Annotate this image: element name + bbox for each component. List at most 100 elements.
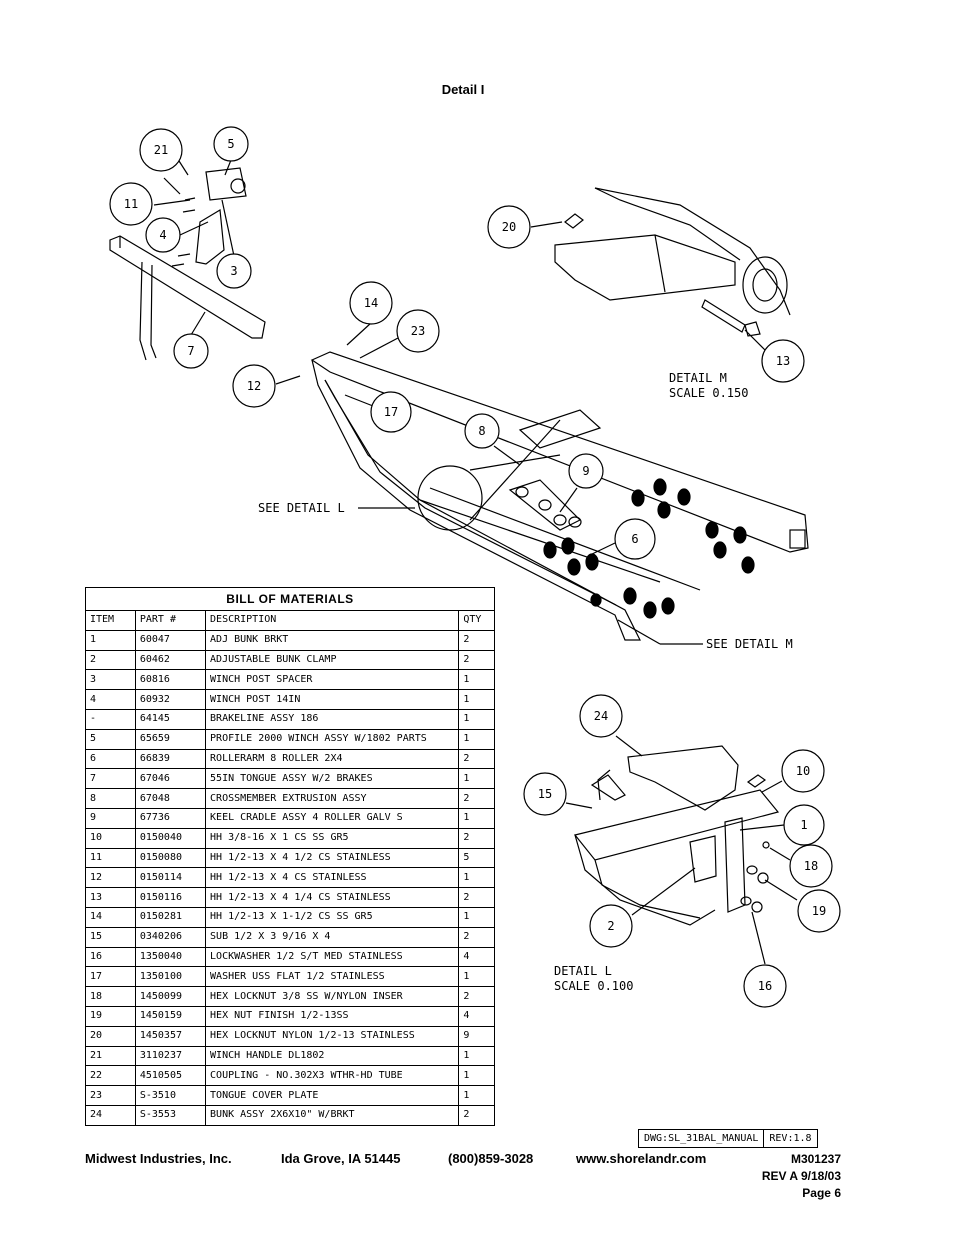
detail-m-drawing bbox=[554, 187, 791, 337]
callout-4: 4 bbox=[159, 228, 166, 242]
bom-cell-qty: 2 bbox=[458, 926, 495, 948]
bom-cell-description: COUPLING - NO.302X3 WTHR-HD TUBE bbox=[205, 1065, 460, 1087]
bom-cell-part: 60047 bbox=[134, 629, 207, 651]
bom-cell-description: WINCH POST SPACER bbox=[205, 669, 460, 691]
bom-cell-qty: 1 bbox=[458, 669, 495, 691]
bom-cell-description: HH 3/8-16 X 1 CS SS GR5 bbox=[205, 827, 460, 849]
bill-of-materials-table: BILL OF MATERIALS ITEM PART # DESCRIPTIO… bbox=[85, 587, 495, 1126]
bom-cell-item: 17 bbox=[85, 966, 136, 988]
bom-cell-description: WASHER USS FLAT 1/2 STAINLESS bbox=[205, 966, 460, 988]
bom-cell-description: KEEL CRADLE ASSY 4 ROLLER GALV S bbox=[205, 807, 460, 829]
bom-cell-part: 0340206 bbox=[134, 926, 207, 948]
footer-company: Midwest Industries, Inc. bbox=[85, 1151, 232, 1166]
footer-website[interactable]: www.shorelandr.com bbox=[576, 1151, 707, 1166]
callout-3: 3 bbox=[230, 264, 237, 278]
tongue-assembly-drawing bbox=[109, 235, 266, 361]
bom-header-description: DESCRIPTION bbox=[205, 610, 460, 631]
bom-cell-part: 60932 bbox=[134, 689, 207, 710]
bom-cell-qty: 1 bbox=[458, 728, 495, 750]
detail-l-scale: SCALE 0.100 bbox=[554, 979, 633, 993]
bom-cell-qty: 1 bbox=[458, 1085, 495, 1106]
callout-11: 11 bbox=[124, 197, 138, 211]
callout-1: 1 bbox=[800, 818, 807, 832]
bom-cell-qty: 2 bbox=[458, 887, 495, 908]
bom-cell-part: 1450357 bbox=[134, 1025, 207, 1047]
callout-8: 8 bbox=[478, 424, 485, 438]
bom-cell-item: 8 bbox=[85, 788, 136, 809]
bom-header-part: PART # bbox=[134, 610, 207, 631]
bom-cell-qty: 1 bbox=[458, 867, 495, 889]
callout-24: 24 bbox=[594, 709, 608, 723]
bom-cell-part: 1350040 bbox=[134, 946, 207, 968]
footer-phone: (800)859-3028 bbox=[448, 1151, 534, 1166]
bom-cell-description: BRAKELINE ASSY 186 bbox=[205, 708, 460, 730]
footer-city: Ida Grove, IA 51445 bbox=[281, 1151, 401, 1166]
bom-cell-item: 6 bbox=[85, 748, 136, 770]
bom-cell-item: 5 bbox=[85, 728, 136, 750]
bom-cell-description: HH 1/2-13 X 4 CS STAINLESS bbox=[205, 867, 460, 889]
bom-cell-part: 3110237 bbox=[134, 1045, 207, 1067]
bom-cell-item: 23 bbox=[85, 1085, 136, 1106]
bom-cell-part: S-3553 bbox=[134, 1104, 207, 1126]
bom-cell-item: 7 bbox=[85, 768, 136, 790]
bom-cell-part: 65659 bbox=[134, 728, 207, 750]
callout-10: 10 bbox=[796, 764, 810, 778]
bom-cell-qty: 2 bbox=[458, 986, 495, 1007]
bom-cell-item: 1 bbox=[85, 629, 136, 651]
bom-cell-description: HH 1/2-13 X 1-1/2 CS SS GR5 bbox=[205, 906, 460, 928]
see-detail-l-label: SEE DETAIL L bbox=[258, 501, 345, 515]
winch-post-drawing bbox=[163, 167, 247, 267]
bom-cell-part: 0150114 bbox=[134, 867, 207, 889]
bom-cell-description: ADJ BUNK BRKT bbox=[205, 629, 460, 651]
callout-18: 18 bbox=[804, 859, 818, 873]
bom-cell-part: 1450159 bbox=[134, 1005, 207, 1027]
bom-header-qty: QTY bbox=[458, 610, 495, 631]
bom-cell-part: 0150116 bbox=[134, 887, 207, 908]
trailer-frame-drawing bbox=[310, 351, 809, 641]
bom-title: BILL OF MATERIALS bbox=[85, 587, 495, 611]
bom-cell-description: HH 1/2-13 X 4 1/4 CS STAINLESS bbox=[205, 887, 460, 908]
bom-cell-description: BUNK ASSY 2X6X10" W/BRKT bbox=[205, 1104, 460, 1126]
bom-cell-part: 0150080 bbox=[134, 847, 207, 869]
callout-12: 12 bbox=[247, 379, 261, 393]
bom-cell-part: 0150040 bbox=[134, 827, 207, 849]
footer-doc-number: M301237 bbox=[790, 1152, 841, 1166]
detail-m-title: DETAIL M bbox=[669, 371, 727, 385]
bom-cell-qty: 1 bbox=[458, 906, 495, 928]
bom-cell-description: HEX LOCKNUT NYLON 1/2-13 STAINLESS bbox=[205, 1025, 460, 1047]
bom-cell-qty: 9 bbox=[458, 1025, 495, 1047]
bom-cell-qty: 4 bbox=[458, 946, 495, 968]
detail-m-scale: SCALE 0.150 bbox=[669, 386, 748, 400]
bom-cell-part: 4510505 bbox=[134, 1065, 207, 1087]
bom-cell-item: 22 bbox=[85, 1065, 136, 1087]
bom-cell-qty: 1 bbox=[458, 1045, 495, 1067]
bom-cell-description: HH 1/2-13 X 4 1/2 CS STAINLESS bbox=[205, 847, 460, 869]
bom-cell-qty: 2 bbox=[458, 748, 495, 770]
bom-cell-item: 9 bbox=[85, 807, 136, 829]
bom-cell-part: 64145 bbox=[134, 708, 207, 730]
bom-cell-part: 66839 bbox=[134, 748, 207, 770]
see-detail-m-label: SEE DETAIL M bbox=[706, 637, 793, 651]
bom-cell-item: 3 bbox=[85, 669, 136, 691]
bom-cell-item: 21 bbox=[85, 1045, 136, 1067]
bom-cell-qty: 1 bbox=[458, 807, 495, 829]
bom-cell-item: 15 bbox=[85, 926, 136, 948]
bom-cell-qty: 2 bbox=[458, 649, 495, 671]
bom-cell-item: 13 bbox=[85, 887, 136, 908]
bom-cell-part: 60462 bbox=[134, 649, 207, 671]
bom-cell-item: 12 bbox=[85, 867, 136, 889]
